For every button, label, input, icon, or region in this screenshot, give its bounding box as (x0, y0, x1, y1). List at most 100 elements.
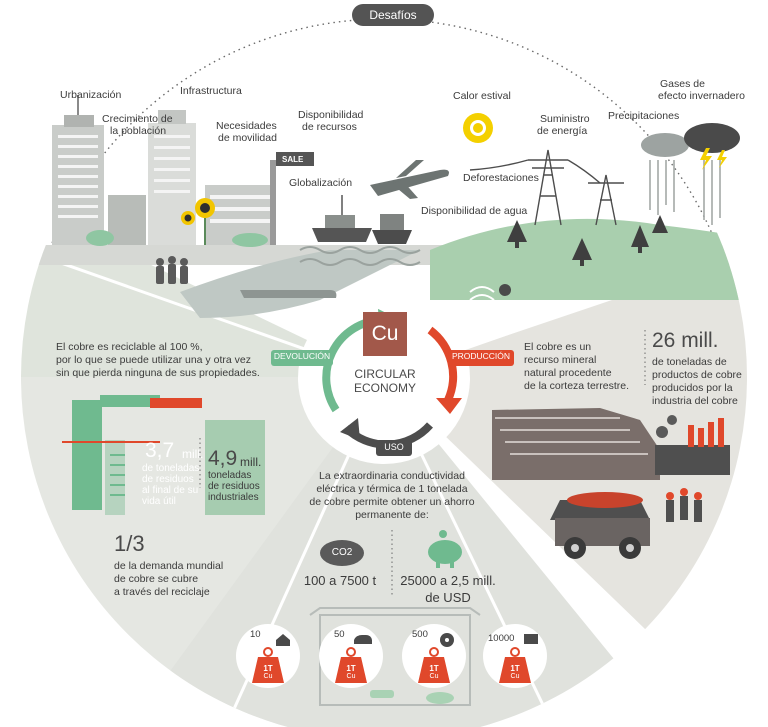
stat1-unit: mill. (182, 447, 204, 461)
weight-tag-2: 1T (346, 664, 356, 673)
savings-text-3: de cobre permite obtener un ahorro (309, 496, 475, 508)
label-movilidad-1: Necesidades (216, 120, 277, 132)
cu-tile (363, 312, 407, 356)
sun-icon (463, 113, 493, 143)
house-icon (276, 634, 290, 646)
stat2-unit: mill. (240, 455, 262, 469)
label-crecimiento-2: la población (110, 125, 167, 137)
fan-icon (440, 633, 454, 647)
label-recursos-2: de recursos (302, 121, 357, 133)
mineral-text-3: natural procedente (524, 367, 612, 379)
stat1-desc-2: de residuos (142, 474, 194, 485)
production-desc-4: industria del cobre (652, 395, 738, 407)
production-desc-1: de toneladas de (652, 356, 727, 368)
factory-icon (655, 415, 730, 475)
uso-label: USO (384, 442, 404, 452)
laptop-icon (524, 634, 538, 644)
stat2-desc-3: industriales (208, 492, 259, 503)
fraction-desc-3: a través del reciclaje (114, 586, 210, 598)
label-precipitaciones: Precipitaciones (608, 110, 680, 122)
devolucion-tag (271, 350, 333, 366)
fraction-desc-2: de cobre se cubre (114, 573, 199, 585)
river (180, 250, 420, 318)
savings-text-2: eléctrica y térmica de 1 tonelada (316, 483, 468, 495)
savings-text-1: La extraordinaria conductividad (319, 470, 465, 482)
produccion-tag (448, 350, 514, 366)
label-agua: Disponibilidad de agua (421, 205, 528, 217)
power-tower-icon (469, 149, 624, 226)
stat1-desc-3: al final de su (142, 485, 199, 496)
label-recursos-1: Disponibilidad (298, 109, 364, 121)
stat1-desc-1: de toneladas (142, 463, 200, 474)
savings-text-4: permanente de: (355, 509, 429, 521)
label-movilidad-2: de movilidad (218, 132, 277, 144)
devolucion-label: DEVOLUCIÓN (273, 351, 331, 361)
label-urbanizacion: Urbanización (60, 89, 122, 101)
stat1-value: 3,7 (145, 439, 175, 462)
mineral-text-4: de la corteza terrestre. (524, 380, 630, 392)
label-crecimiento-1: Crecimiento de (102, 113, 173, 125)
recycling-plant-icon (62, 395, 265, 515)
header-title: Desafíos (352, 4, 434, 26)
weight-count-4: 10000 (488, 633, 515, 644)
weight-sub-2: Cu (346, 673, 356, 680)
fraction-desc-1: de la demanda mundial (114, 560, 224, 572)
cargo-ship-icon (312, 195, 412, 244)
storm-cloud-icon (684, 123, 740, 170)
weight-count-2: 50 (334, 629, 345, 640)
recycle-text-2: por lo que se puede utilizar una y otra … (56, 354, 251, 366)
mineral-text-1: El cobre es un (524, 341, 592, 353)
production-value: 26 mill. (652, 329, 719, 352)
weight-count-1: 10 (250, 629, 261, 640)
label-infraestructura: Infrastructura (180, 85, 242, 97)
mining-truck-icon (550, 492, 650, 559)
weight-tag-4: 1T (510, 664, 520, 673)
weight-tag-1: 1T (263, 664, 273, 673)
rain-cloud-icon (641, 133, 721, 225)
workers-icon (666, 488, 702, 522)
label-energia-1: Suministro (540, 113, 590, 125)
label-globalizacion: Globalización (289, 177, 353, 189)
stat1-desc-4: vida útil (142, 496, 176, 507)
sale-sign: SALE (282, 155, 304, 164)
airplane-icon (370, 160, 449, 199)
weight-count-3: 500 (412, 629, 428, 640)
fraction-value: 1/3 (114, 531, 145, 556)
train-icon (240, 290, 337, 298)
label-deforestaciones: Deforestaciones (463, 172, 539, 184)
piggy-bank-icon (428, 530, 462, 568)
center-label-1: CIRCULAR (354, 367, 416, 381)
weight-tag-3: 1T (429, 664, 439, 673)
label-energia-2: de energía (537, 125, 588, 137)
weight-sub-1: Cu (263, 673, 273, 680)
weight-sub-4: Cu (510, 673, 520, 680)
stat2-desc-2: de residuos (208, 481, 260, 492)
co2-cloud-icon (320, 540, 364, 566)
production-desc-3: producidos por la (652, 382, 733, 394)
production-desc-2: productos de cobre (652, 369, 742, 381)
center-label-2: ECONOMY (353, 381, 416, 395)
sunflower-icon (181, 198, 215, 245)
car-icon (354, 635, 372, 644)
water-drop-icon (469, 284, 511, 301)
people-icon (156, 256, 188, 284)
produccion-label: PRODUCCIÓN (451, 351, 511, 361)
label-gases-1: Gases de (660, 78, 705, 90)
tree-icon (507, 215, 668, 266)
recycle-text-1: El cobre es reciclable al 100 %, (56, 341, 203, 353)
co2-value: 100 a 7500 t (303, 573, 377, 588)
co2-label: CO2 (331, 547, 353, 558)
mineral-text-2: recurso mineral (524, 354, 597, 366)
uso-tag (376, 440, 412, 456)
usd-value-1: 25000 a 2,5 mill. (400, 573, 496, 588)
label-gases-2: efecto invernadero (658, 90, 745, 102)
usd-value-2: de USD (425, 590, 471, 605)
mine-terrain-icon (492, 408, 660, 480)
bush-icon (86, 230, 114, 246)
recycle-text-3: sin que pierda ninguna de sus propiedade… (56, 367, 260, 379)
cu-symbol: Cu (371, 322, 399, 345)
label-calor: Calor estival (453, 90, 511, 102)
stat2-value: 4,9 (208, 447, 238, 470)
stat2-desc-1: toneladas (208, 470, 252, 481)
